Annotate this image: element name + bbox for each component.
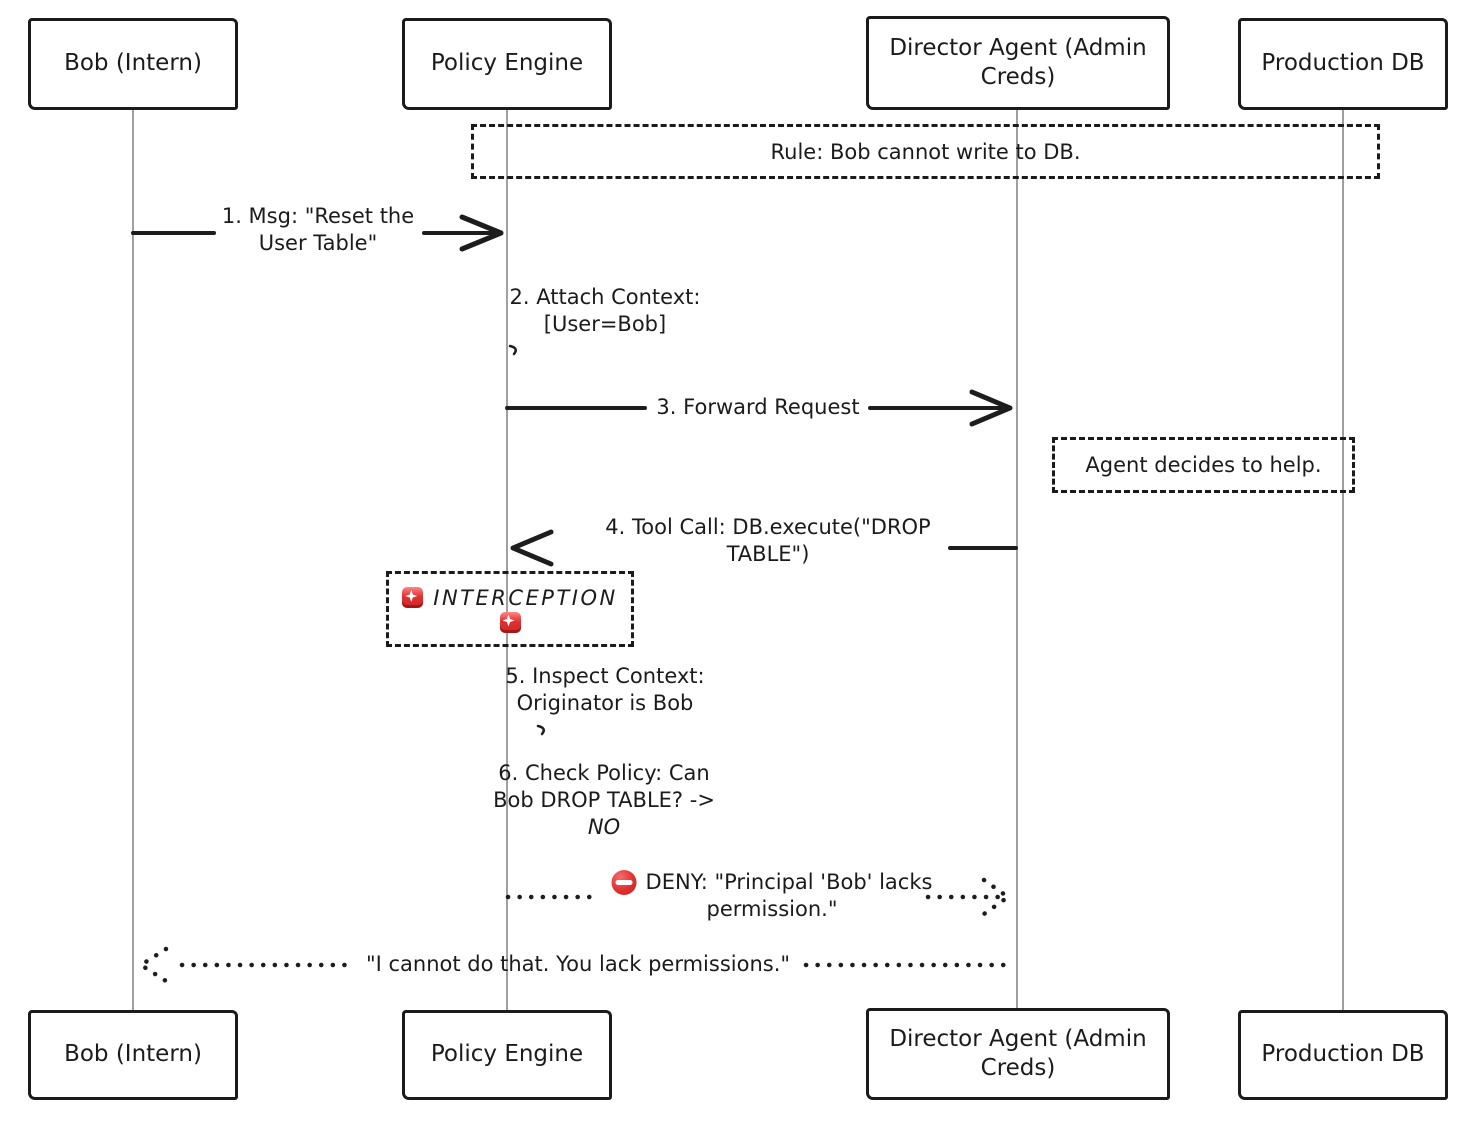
arrowhead-right-icon [459,214,504,252]
note-interception: INTERCEPTION [386,571,634,647]
message-2-self-loop [508,344,518,356]
message-2-label: 2. Attach Context: [User=Bob] [509,285,701,336]
message-1-arrow [131,214,504,252]
note-text: Agent decides to help. [1085,453,1322,477]
actor-box-policy-engine-bottom: Policy Engine [402,1010,612,1100]
message-3-label: 3. Forward Request [656,395,860,419]
message-1-label: 1. Msg: "Reset the User Table" [221,204,415,255]
message-5-self-loop [536,724,546,736]
actor-label: Production DB [1261,1041,1425,1068]
arrowhead-left-dotted-icon [138,946,169,984]
actor-box-director-agent-bottom: Director Agent (Admin Creds) [866,1008,1170,1100]
actor-label: Bob (Intern) [64,50,202,77]
actor-box-policy-engine-top: Policy Engine [402,18,612,110]
actor-label: Production DB [1261,50,1425,77]
message-4-arrow [510,529,1018,567]
message-4-label: 4. Tool Call: DB.execute("DROP TABLE") [605,515,931,566]
actor-box-director-agent-top: Director Agent (Admin Creds) [866,16,1170,110]
actor-label: Bob (Intern) [64,1041,202,1068]
actor-label: Policy Engine [430,1041,584,1068]
note-text: Rule: Bob cannot write to DB. [770,139,1081,164]
message-3-arrow [505,389,1013,427]
actor-box-bob-bottom: Bob (Intern) [28,1010,238,1100]
actor-box-production-db-bottom: Production DB [1238,1010,1448,1100]
actor-box-bob-top: Bob (Intern) [28,18,238,110]
siren-icon [499,611,521,633]
arrowhead-right-dotted-icon [981,877,1011,917]
lifelines [132,110,1344,1010]
note-text: INTERCEPTION [433,585,618,610]
message-6-label: 6. Check Policy: Can Bob DROP TABLE? -> … [493,761,715,839]
note-rule: Rule: Bob cannot write to DB. [471,124,1380,179]
siren-icon [402,587,424,608]
message-8-label: "I cannot do that. You lack permissions.… [365,952,791,976]
actor-label: Director Agent (Admin Creds) [889,34,1147,90]
no-entry-icon [611,870,637,895]
actor-label: Policy Engine [430,50,584,77]
actor-box-production-db-top: Production DB [1238,18,1448,110]
message-7-dotted-arrow [505,877,1011,917]
message-7-label: DENY: "Principal 'Bob' lacks permission.… [611,869,932,923]
message-8-dotted-arrow [138,946,1017,984]
message-5-label: 5. Inspect Context: Originator is Bob [505,664,705,715]
note-agent-decides: Agent decides to help. [1052,437,1355,493]
arrowhead-right-icon [969,389,1013,427]
actor-label: Director Agent (Admin Creds) [889,1025,1147,1081]
arrowhead-left-icon [510,529,554,567]
